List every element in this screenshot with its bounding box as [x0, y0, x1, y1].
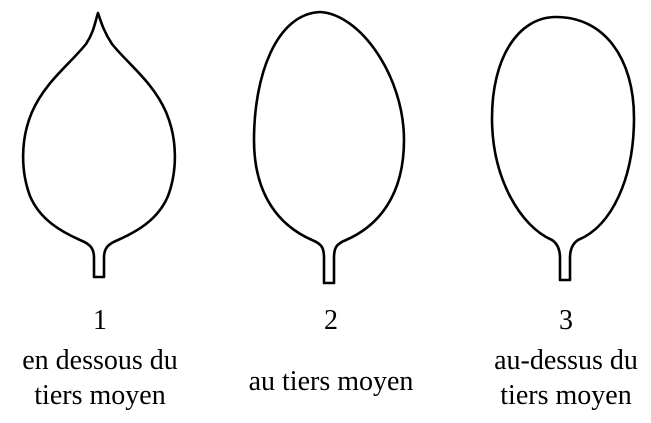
- leaf-2-caption: au tiers moyen: [231, 364, 431, 399]
- leaf-2-caption-line1: au tiers moyen: [248, 366, 414, 397]
- leaf-1-caption: en dessous du tiers moyen: [0, 343, 200, 413]
- leaf-3-caption-line2: tiers moyen: [500, 380, 632, 411]
- leaf-1-caption-line2: tiers moyen: [34, 380, 166, 411]
- leaf-3-outline: [490, 15, 636, 282]
- leaf-2-number: 2: [324, 305, 338, 336]
- leaf-3-number: 3: [559, 305, 573, 336]
- leaf-outlines: [21, 10, 636, 285]
- leaf-1-outline: [21, 11, 177, 279]
- leaf-3-caption-line1: au-dessus du: [494, 345, 638, 376]
- leaf-3-caption: au-dessus du tiers moyen: [466, 343, 651, 413]
- leaf-1-number: 1: [93, 305, 107, 336]
- leaf-2-outline: [252, 10, 406, 285]
- leaf-1-caption-line1: en dessous du: [22, 345, 178, 376]
